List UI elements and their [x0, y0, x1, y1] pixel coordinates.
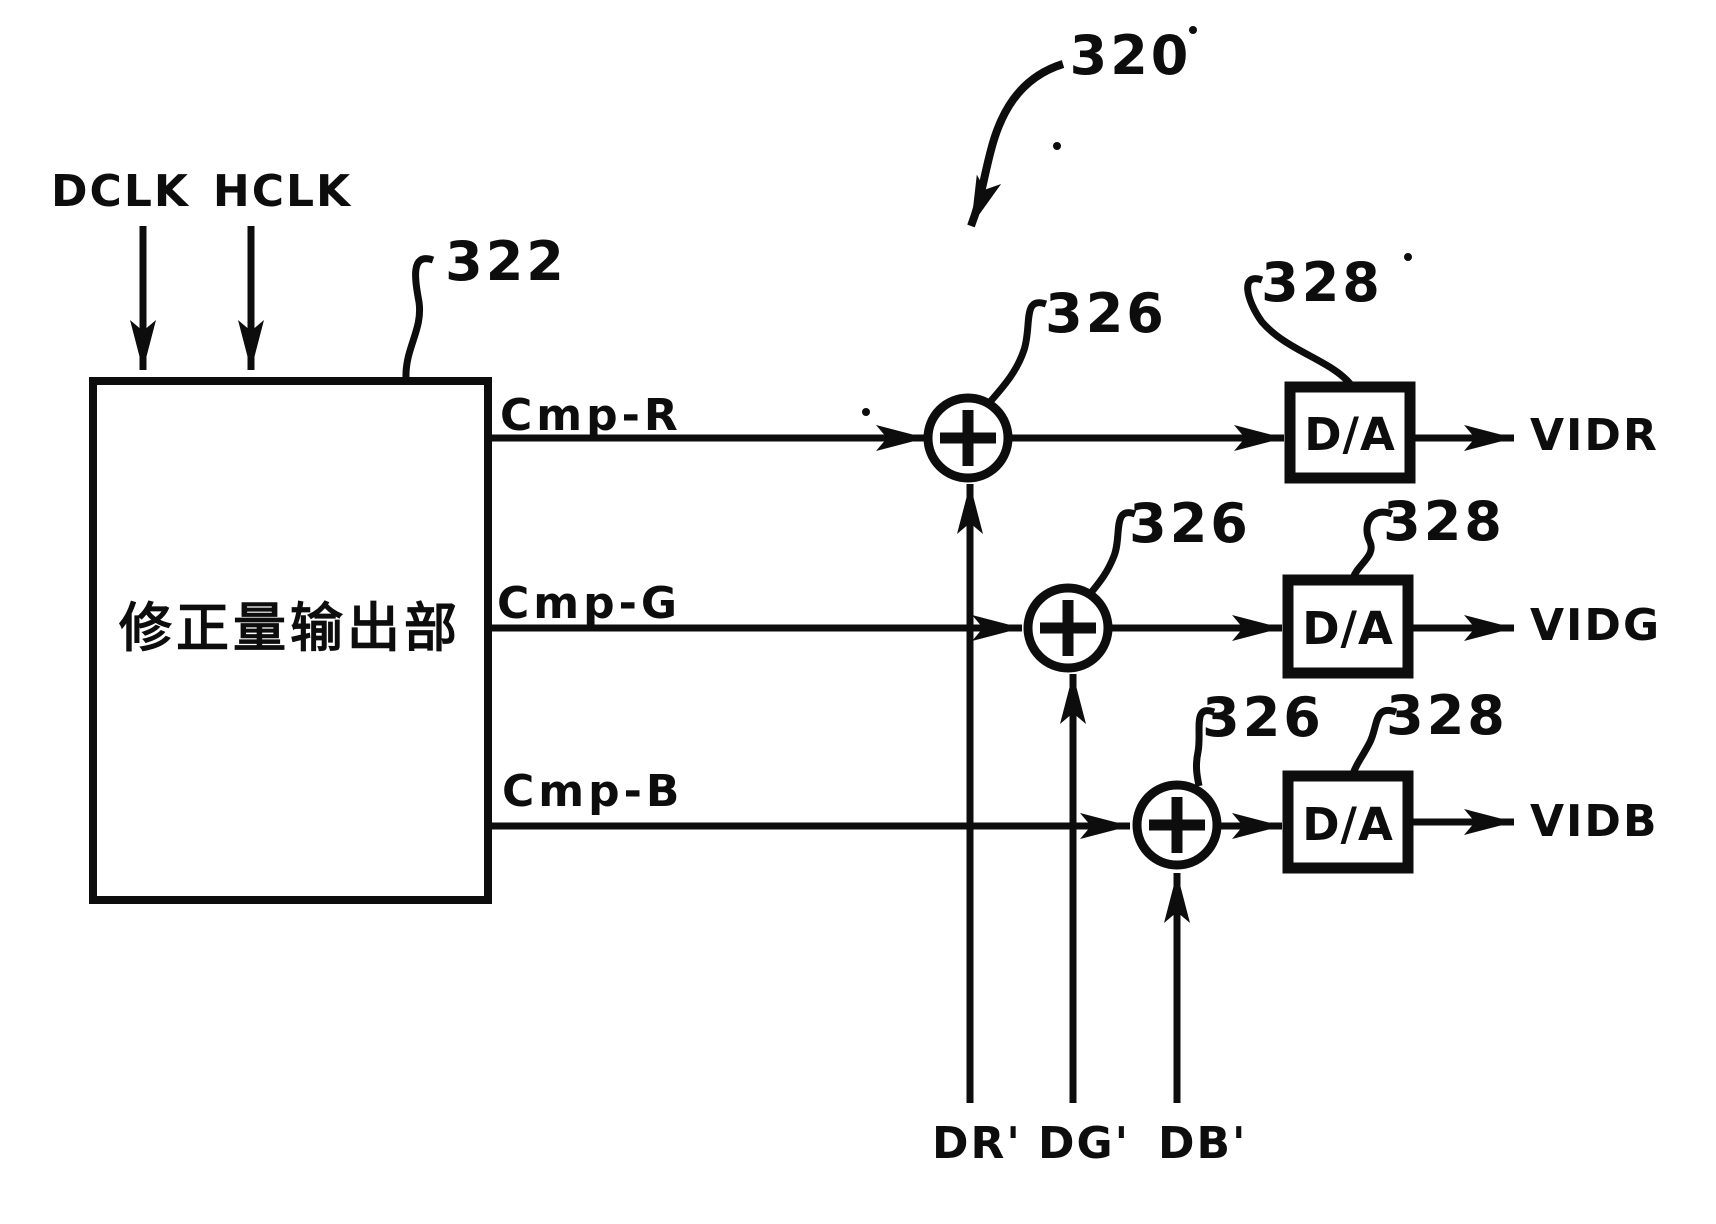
speck [1404, 253, 1412, 261]
speck [1189, 26, 1197, 34]
correction-box [89, 377, 492, 904]
ref-326-leader-g [1087, 509, 1137, 597]
plus-icon [1149, 797, 1205, 853]
ref-328-leader-b [1349, 706, 1398, 776]
dac-box-g [1282, 574, 1414, 679]
speck [862, 408, 870, 416]
dclk-label: DCLK [51, 166, 190, 217]
dac-box-b [1282, 770, 1414, 874]
vidb-label: VIDB [1530, 796, 1659, 847]
ref-326-label-r: 326 [1045, 282, 1167, 345]
correction-box-label: 修正量输出部 [119, 598, 461, 659]
ref-320-leader-arrow [967, 60, 1065, 228]
ref-322-label: 322 [445, 230, 567, 293]
plus-icon [940, 410, 996, 466]
dac-label-g: D/A [1302, 602, 1394, 655]
ref-328-label-b: 328 [1386, 684, 1508, 747]
hclk-label: HCLK [212, 166, 353, 217]
plus-icon [1040, 600, 1096, 656]
dac-label-b: D/A [1302, 798, 1394, 851]
speck [1053, 142, 1061, 150]
vidr-label: VIDR [1530, 410, 1659, 461]
ref-326-leader-r [987, 299, 1048, 405]
dg-input-label: DG' [1038, 1118, 1131, 1169]
cmp-g-label: Cmp-G [497, 578, 682, 629]
ref-320-label: 320 [1069, 24, 1192, 87]
ref-328-label-g: 328 [1383, 490, 1505, 553]
ref-322-leader [402, 255, 435, 379]
ref-328-leader-g [1349, 508, 1394, 580]
adder-g [1023, 583, 1113, 673]
ref-326-label-g: 326 [1129, 492, 1251, 555]
ref-328-label-r: 328 [1261, 251, 1383, 314]
db-input-label: DB' [1158, 1118, 1248, 1169]
ref-328-leader-r [1244, 275, 1355, 389]
ref-326-label-b: 326 [1202, 686, 1324, 749]
cmp-r-label: Cmp-R [500, 390, 682, 441]
adder-r [923, 393, 1013, 483]
cmp-b-label: Cmp-B [502, 766, 684, 817]
ref-326-leader-b [1192, 707, 1216, 787]
dac-label-r: D/A [1304, 408, 1396, 461]
dr-input-label: DR' [932, 1118, 1022, 1169]
adder-b [1132, 780, 1222, 870]
vidg-label: VIDG [1530, 600, 1662, 651]
